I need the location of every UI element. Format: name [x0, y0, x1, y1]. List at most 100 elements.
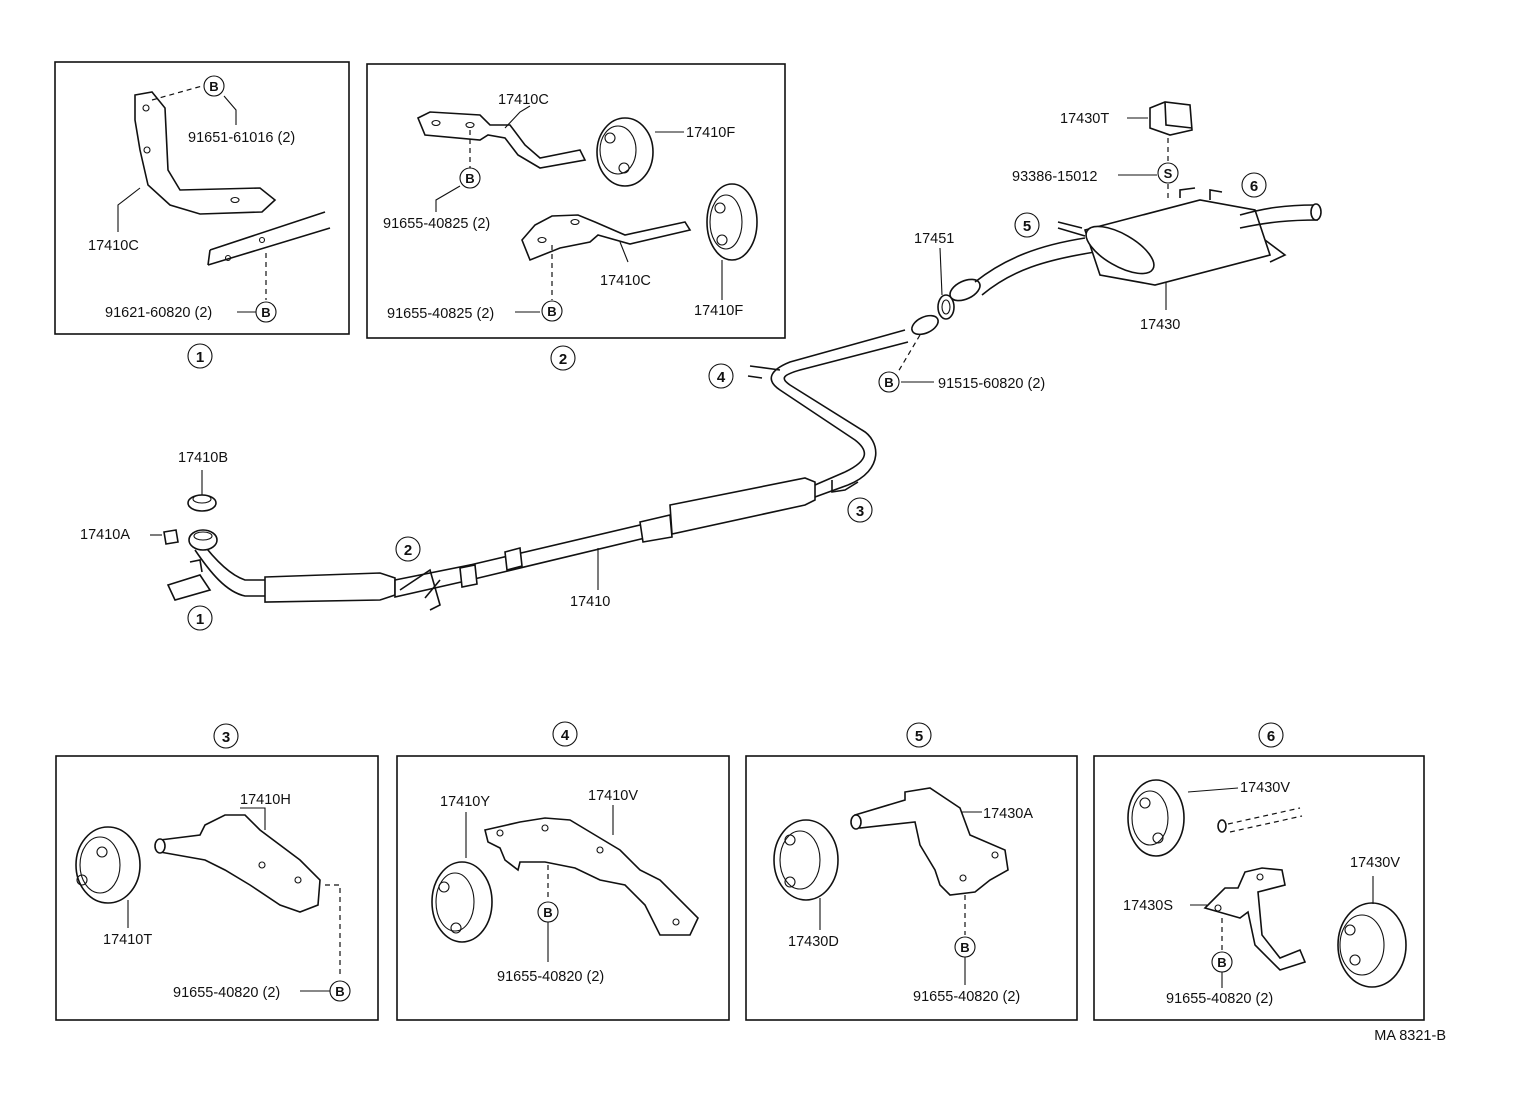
callout-4-icon: [708, 363, 734, 389]
callout-5: 5: [1023, 218, 1031, 235]
bolt-mark-label: B: [335, 984, 344, 999]
part-label-17410c: 17410C: [600, 273, 651, 289]
bolt-mark-icon: [459, 167, 481, 189]
inset-3-number: 3: [222, 729, 230, 746]
nut-17410a: [163, 529, 179, 545]
part-label-91621-60820: 91621-60820 (2): [105, 305, 212, 321]
hanger-rubber-icon: [1337, 902, 1407, 988]
inset-1: B B 91651-61016 (2) 17410C 91621-60820 (…: [54, 61, 350, 369]
callout-1-icon: [187, 605, 213, 631]
bolt-mark-icon: [203, 75, 225, 97]
part-label-17410c: 17410C: [498, 92, 549, 108]
part-label-17430t: 17430T: [1060, 111, 1109, 127]
callout-1: 1: [196, 611, 204, 628]
part-label-17410: 17410: [570, 594, 610, 610]
inset-1-number: 1: [196, 349, 204, 366]
inset-2-bracket-b: [521, 214, 692, 262]
bolt-mark-label: B: [261, 305, 270, 320]
inset-2-frame: [366, 63, 786, 339]
part-label-17430d: 17430D: [788, 934, 839, 950]
inset-number-icon: [550, 345, 576, 371]
part-label-17410v: 17410V: [588, 788, 638, 804]
part-label-91515-60820: 91515-60820 (2): [938, 376, 1045, 392]
callout-4: 4: [717, 369, 726, 386]
part-label-93386-15012: 93386-15012: [1012, 169, 1097, 185]
inset-number-icon: [187, 343, 213, 369]
part-label-17430: 17430: [1140, 317, 1180, 333]
inset-3: 3 B 17410H 17410T 91655-40820 (2): [55, 723, 379, 1021]
bolt-mark-label: B: [465, 171, 474, 186]
callout-2-icon: [395, 536, 421, 562]
part-label-17410h: 17410H: [240, 792, 291, 808]
part-label-91655-40825: 91655-40825 (2): [387, 306, 494, 322]
callout-2: 2: [404, 542, 412, 559]
bolt-mark-label: B: [1217, 955, 1226, 970]
part-label-17410y: 17410Y: [440, 794, 490, 810]
hanger-rubber-icon: [596, 117, 654, 187]
part-label-17430s: 17430S: [1123, 898, 1173, 914]
catalytic-converter: [264, 572, 396, 603]
callout-6: 6: [1250, 178, 1258, 195]
part-17430t-shape: [1149, 101, 1193, 136]
inset-5-bracket: [853, 787, 1009, 896]
inset-number-icon: [1258, 722, 1284, 748]
part-label-91655-40820: 91655-40820 (2): [913, 989, 1020, 1005]
callout-3-icon: [847, 497, 873, 523]
bolt-mark-label: B: [543, 905, 552, 920]
part-label-17410f: 17410F: [686, 125, 735, 141]
part-label-91655-40820: 91655-40820 (2): [173, 985, 280, 1001]
inset-6: 6 B 17430V 17430S 17430V 91655-40820 (2): [1093, 722, 1425, 1021]
part-label-17451: 17451: [914, 231, 954, 247]
part-label-91655-40825: 91655-40825 (2): [383, 216, 490, 232]
inset-number-icon: [906, 722, 932, 748]
inset-6-number: 6: [1267, 728, 1275, 745]
bolt-mark-label: B: [547, 304, 556, 319]
part-label-17410c: 17410C: [88, 238, 139, 254]
inset-1-frame: [54, 61, 350, 335]
inset-1-bracket-shape: [134, 91, 277, 215]
main-exhaust: S B 17430T 93386-15012 17451 17430 91515…: [80, 101, 1322, 631]
part-label-17430v: 17430V: [1240, 780, 1290, 796]
bolt-mark-label: B: [884, 375, 893, 390]
part-label-17410b: 17410B: [178, 450, 228, 466]
bolt-mark-icon: [878, 371, 900, 393]
callout-5-icon: [1014, 212, 1040, 238]
inset-4-frame: [396, 755, 730, 1021]
inset-3-bracket: [159, 814, 321, 913]
flange: [911, 314, 939, 336]
inset-2: B B 17410C 17410F 91655-40825 (2) 17410C…: [366, 63, 786, 371]
drawing-code: MA 8321-B: [1374, 1028, 1446, 1044]
part-label-17430v: 17430V: [1350, 855, 1400, 871]
inset-3-frame: [55, 755, 379, 1021]
bolt-mark-icon: [541, 300, 563, 322]
part-label-91651-61016: 91651-61016 (2): [188, 130, 295, 146]
inset-2-number: 2: [559, 351, 567, 368]
inset-4: 4 B 17410Y 17410V 91655-40820 (2): [396, 721, 730, 1021]
screw-mark-label: S: [1164, 166, 1173, 181]
inset-number-icon: [552, 721, 578, 747]
screw-mark-icon: [1157, 162, 1179, 184]
inset-2-bracket-a: [416, 111, 587, 169]
part-label-91655-40820: 91655-40820 (2): [1166, 991, 1273, 1007]
part-label-17410f: 17410F: [694, 303, 743, 319]
inset-6-frame: [1093, 755, 1425, 1021]
inset-5-number: 5: [915, 728, 923, 745]
center-muffler: [669, 477, 816, 535]
hanger-rubber-icon: [706, 183, 758, 261]
inset-number-icon: [213, 723, 239, 749]
hanger-rubber-icon: [75, 826, 141, 904]
part-label-17410t: 17410T: [103, 932, 152, 948]
inset-5: 5 B 17430A 17430D 91655-40820 (2): [745, 722, 1078, 1021]
callout-3: 3: [856, 503, 864, 520]
inset-4-number: 4: [561, 727, 570, 744]
inset-4-bracket: [484, 817, 699, 936]
inset-6-bracket: [1203, 867, 1307, 971]
part-label-17410a: 17410A: [80, 527, 130, 543]
hanger-rubber-icon: [431, 861, 493, 943]
gasket-17451: [937, 294, 955, 320]
part-label-91655-40820: 91655-40820 (2): [497, 969, 604, 985]
bolt-mark-label: B: [209, 79, 218, 94]
bolt-mark-label: B: [960, 940, 969, 955]
part-label-17430a: 17430A: [983, 806, 1033, 822]
